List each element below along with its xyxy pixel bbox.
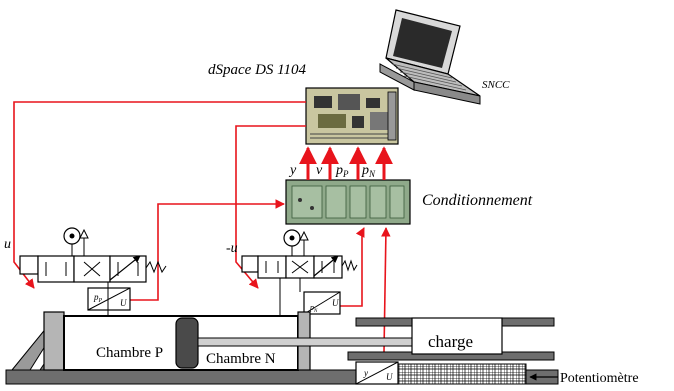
dspace-board [305, 87, 399, 145]
dspace-label: dSpace DS 1104 [208, 62, 307, 78]
u-left-label: u [4, 237, 11, 252]
chambre-n-label: Chambre N [206, 351, 276, 367]
sensor-p-label: pP [93, 292, 103, 304]
sncc-label: SNCC [482, 79, 510, 91]
signal-pp-label: pP [335, 163, 349, 179]
sensor-n-label: pN [309, 303, 318, 314]
charge-box [411, 317, 503, 355]
signal-y-label: y [288, 163, 297, 178]
signal-pn-label: pN [361, 163, 376, 179]
signal-v-label: v [316, 163, 323, 178]
signal-arrows-up [299, 146, 393, 180]
laptop-icon [379, 9, 481, 105]
chambre-p-label: Chambre P [96, 345, 163, 361]
sensor-n-out-label: U [332, 298, 339, 308]
right-pressure-sensor [303, 291, 341, 315]
u-right-label: -u [226, 241, 238, 256]
charge-label: charge [428, 332, 473, 351]
left-servovalve [19, 227, 167, 283]
control-lines [13, 101, 391, 353]
pot-out-label: U [386, 372, 393, 382]
pot-in-label: y [363, 368, 368, 378]
pneumatic-cylinder [43, 278, 417, 371]
potentiometer [355, 361, 527, 385]
left-pressure-sensor [87, 287, 131, 311]
right-servovalve [241, 229, 358, 279]
sensor-p-out-label: U [120, 298, 127, 308]
potentiometre-label: Potentiomètre [560, 371, 639, 386]
conditioner-rack [285, 179, 411, 225]
conditionnement-label: Conditionnement [422, 192, 533, 209]
